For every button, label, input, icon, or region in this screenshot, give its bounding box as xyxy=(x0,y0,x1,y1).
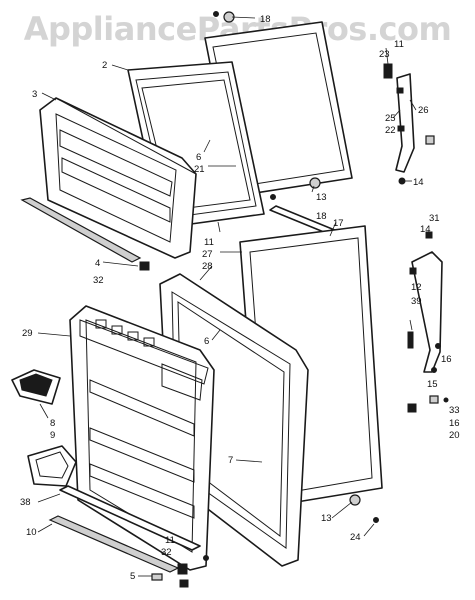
callout-39: 39 xyxy=(411,296,422,307)
callout-21: 21 xyxy=(194,164,205,175)
lower-hinge-hardware xyxy=(407,395,449,413)
callout-32-top: 32 xyxy=(93,275,104,286)
callout-29: 29 xyxy=(22,328,33,339)
bottom-hardware xyxy=(151,494,379,588)
callout-12: 12 xyxy=(411,282,422,293)
callout-16-mid: 16 xyxy=(441,354,452,365)
callout-16-low: 16 xyxy=(449,418,460,429)
callout-27: 27 xyxy=(202,249,213,260)
top-hinge-assembly xyxy=(383,63,435,185)
leader-lines xyxy=(37,16,417,577)
callout-9: 9 xyxy=(50,430,55,441)
callout-7: 7 xyxy=(228,455,233,466)
callout-20: 20 xyxy=(449,430,460,441)
callout-6-fresh: 6 xyxy=(204,336,209,347)
callout-11-low: 11 xyxy=(165,535,175,546)
callout-33: 33 xyxy=(449,405,460,416)
callout-23: 23 xyxy=(379,49,390,60)
callout-18-top: 18 xyxy=(260,14,271,25)
callout-3: 3 xyxy=(32,89,37,100)
callout-6-freezer: 6 xyxy=(196,152,201,163)
callout-18-mid: 18 xyxy=(316,211,327,222)
butter-bin xyxy=(11,369,61,405)
dairy-door xyxy=(27,445,77,487)
callout-labels: 18 2 11 23 3 26 25 22 6 21 14 13 18 17 3… xyxy=(20,14,460,582)
center-hinge-assembly xyxy=(407,231,443,373)
callout-17: 17 xyxy=(333,218,344,229)
callout-8: 8 xyxy=(50,418,55,429)
callout-28: 28 xyxy=(202,261,213,272)
callout-26: 26 xyxy=(418,105,429,116)
callout-11-top: 11 xyxy=(394,39,404,50)
callout-11-mid: 11 xyxy=(204,237,214,248)
callout-2: 2 xyxy=(102,60,107,71)
freezer-door-liner xyxy=(39,97,197,259)
callout-13-top: 13 xyxy=(316,192,327,203)
callout-32-low: 32 xyxy=(161,547,172,558)
callout-38: 38 xyxy=(20,497,31,508)
callout-22: 22 xyxy=(385,125,396,136)
callout-24: 24 xyxy=(350,532,361,543)
callout-31: 31 xyxy=(429,213,440,224)
callout-25: 25 xyxy=(385,113,396,124)
freezer-hardware xyxy=(213,11,321,200)
callout-10: 10 xyxy=(26,527,37,538)
callout-15: 15 xyxy=(427,379,438,390)
callout-14-top: 14 xyxy=(413,177,424,188)
callout-13-low: 13 xyxy=(321,513,332,524)
fresh-food-breaker-strip-38 xyxy=(59,485,201,551)
callout-4: 4 xyxy=(95,258,100,269)
callout-5: 5 xyxy=(130,571,135,582)
freezer-breaker-strip xyxy=(20,197,150,271)
fresh-food-breaker-strip-10 xyxy=(48,515,188,575)
callout-14-mid: 14 xyxy=(420,224,431,235)
